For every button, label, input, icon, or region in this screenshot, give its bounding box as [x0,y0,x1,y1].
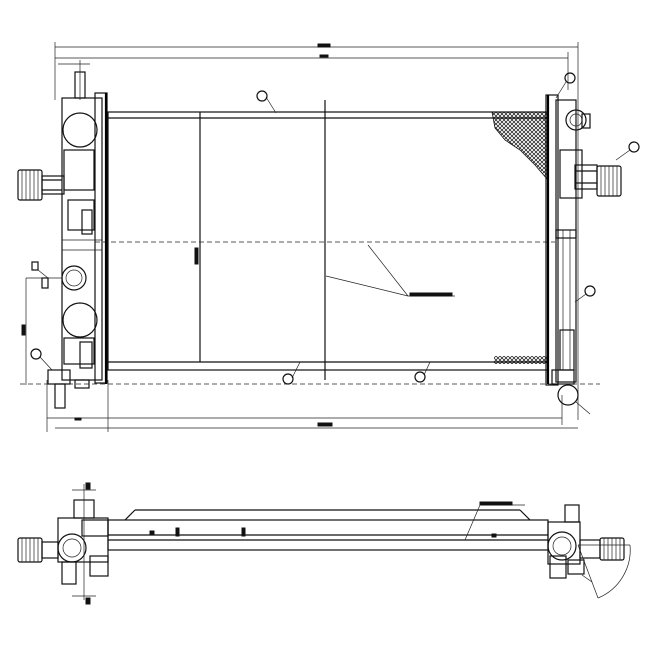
top-view-right-pipe[interactable] [579,537,625,561]
top-view-left-pipe[interactable] [17,537,59,563]
top-view [17,482,631,605]
tank-port [62,302,98,338]
callout-balloon [584,285,596,297]
angle-indicator [577,544,631,599]
right-callouts [555,72,596,303]
callout-balloon [414,371,426,383]
callout-balloon [564,72,576,84]
left-vertical-dimension [21,261,62,385]
callout-balloon [628,141,640,153]
callout-balloon [256,90,268,102]
fin-mesh-detail [491,111,549,182]
callout-balloon [30,348,42,360]
top-view-right-tank [547,504,585,579]
top-view-left-tank [57,482,109,605]
core-callouts [256,90,455,385]
right-tank [545,94,598,415]
tank-port [62,112,98,148]
front-view [17,42,640,432]
radiator-core [95,100,555,380]
right-outlet-pipe[interactable] [596,141,640,197]
overall-width-dimension [54,42,579,420]
fin-mesh-detail-bottom [494,356,548,364]
mounting-pin [557,384,579,406]
left-tank [47,60,108,409]
tank-port [61,265,87,291]
left-inlet-pipe[interactable] [17,169,65,201]
callout-balloon [282,373,294,385]
core-width-dimension [46,380,578,432]
filler-neck[interactable] [565,109,587,131]
